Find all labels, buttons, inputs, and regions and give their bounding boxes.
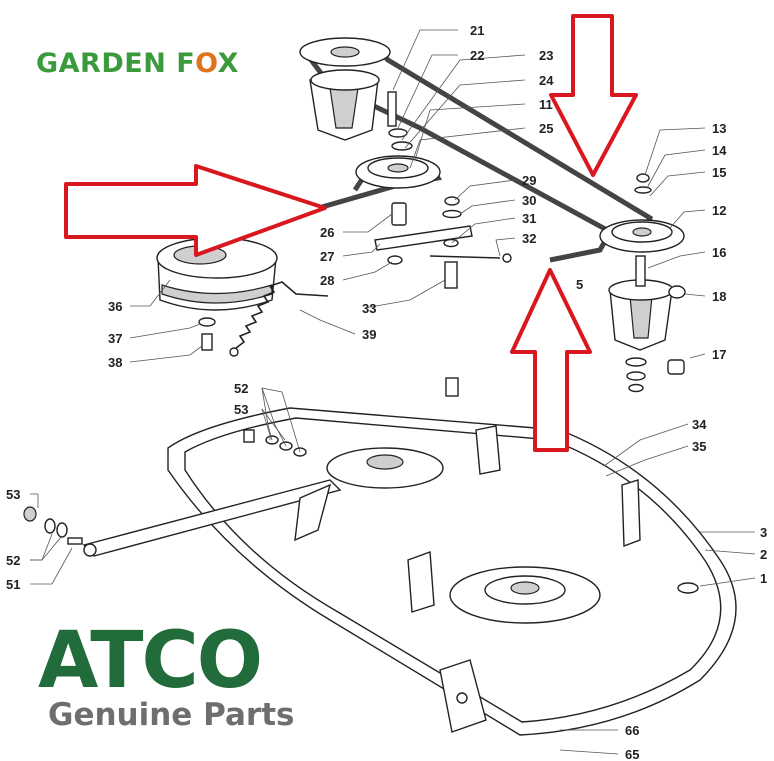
callout-30: 30: [522, 193, 536, 208]
callout-29: 29: [522, 173, 536, 188]
callout-11: 11: [539, 97, 553, 112]
callout-24: 24: [539, 73, 554, 88]
right-spindle-assembly: [599, 173, 686, 393]
tension-spring: [229, 281, 329, 357]
callout-52-top: 52: [234, 381, 248, 396]
callout-53-left: 53: [6, 487, 20, 502]
callout-38: 38: [108, 355, 122, 370]
idler-pulley: [355, 155, 441, 189]
atco-logo: ATCO: [38, 616, 263, 706]
callout-15: 15: [712, 165, 726, 180]
callout-labels: 21 22 23 24 11 25 13 14 15 29 30 12 26 3…: [6, 23, 767, 761]
callout-32: 32: [522, 231, 536, 246]
garden-fox-logo-o: O: [195, 48, 218, 79]
callout-5: 5: [576, 277, 583, 292]
callout-25: 25: [539, 121, 553, 136]
callout-27: 27: [320, 249, 334, 264]
callout-37: 37: [108, 331, 122, 346]
callout-13: 13: [712, 121, 726, 136]
top-spindle-assembly: [299, 37, 413, 151]
callout-52-left: 52: [6, 553, 20, 568]
callout-39: 39: [362, 327, 376, 342]
callout-12: 12: [712, 203, 726, 218]
callout-31: 31: [522, 211, 536, 226]
idler-arm-assembly: [374, 196, 512, 289]
electric-clutch: [156, 237, 278, 351]
callout-23: 23: [539, 48, 553, 63]
leader-lines: [30, 29, 756, 755]
callout-65: 65: [625, 747, 639, 761]
top-arrow: [549, 14, 638, 177]
left-arrow: [64, 164, 327, 257]
front-link-rod: [23, 429, 342, 557]
callout-34: 34: [692, 417, 707, 432]
callout-35: 35: [692, 439, 706, 454]
callout-26: 26: [320, 225, 334, 240]
callout-36: 36: [108, 299, 122, 314]
callout-33: 33: [362, 301, 376, 316]
highlight-arrows: [64, 14, 638, 452]
callout-51: 51: [6, 577, 20, 592]
garden-fox-logo-x: X: [217, 48, 239, 79]
garden-fox-logo: GARDEN FOX: [36, 48, 239, 79]
callout-18: 18: [712, 289, 726, 304]
bottom-arrow: [510, 268, 592, 452]
callout-21: 21: [470, 23, 484, 38]
callout-3: 3: [760, 525, 767, 540]
callout-53-top: 53: [234, 402, 248, 417]
callout-17: 17: [712, 347, 726, 362]
callout-28: 28: [320, 273, 334, 288]
genuine-parts-tagline: Genuine Parts: [48, 697, 295, 733]
callout-16: 16: [712, 245, 726, 260]
callout-66: 66: [625, 723, 639, 738]
garden-fox-logo-text: GARDEN F: [36, 48, 196, 79]
callout-14: 14: [712, 143, 727, 158]
callout-2: 2: [760, 547, 767, 562]
callout-22: 22: [470, 48, 484, 63]
callout-1: 1: [760, 571, 767, 586]
